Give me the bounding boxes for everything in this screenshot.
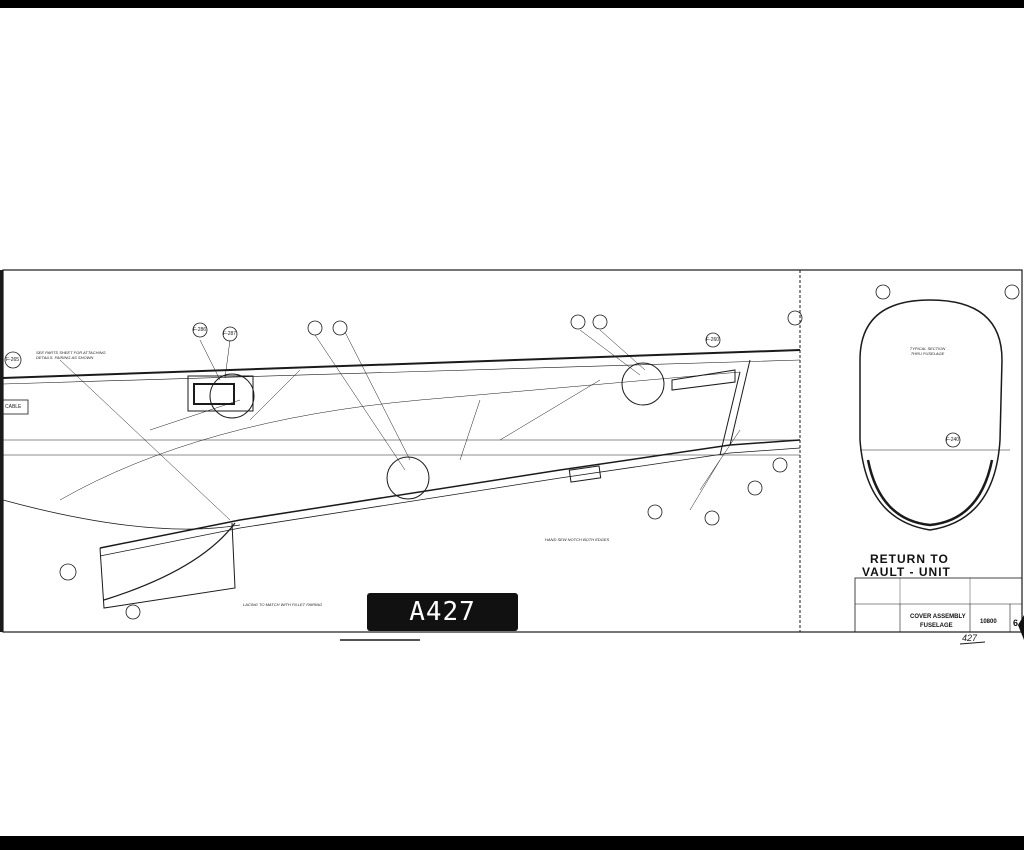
handwritten-number: 427 <box>962 633 978 643</box>
note-left: SEE PARTS SHEET FOR ATTACHING DETAILS. F… <box>36 350 106 360</box>
station-label: F-287 <box>223 331 237 337</box>
box-label: CABLE <box>5 404 22 410</box>
note-center: HAND SEW NOTCH BOTH EDGES <box>545 537 610 542</box>
station-label: F-260 <box>706 337 720 343</box>
drawing-number: 10800 <box>980 619 997 625</box>
note-bottom: LACING TO MATCH WITH FILLET FAIRING <box>243 602 323 607</box>
top-scan-border <box>0 0 1024 8</box>
title-line1: COVER ASSEMBLY <box>910 614 966 620</box>
sheet-tag: A427 <box>367 593 518 631</box>
return-stamp-line1: RETURN TO <box>870 552 949 566</box>
title-block <box>854 577 1023 633</box>
title-line2: FUSELAGE <box>920 623 953 629</box>
station-label: F-240 <box>946 437 960 443</box>
fuselage-section <box>859 299 1003 531</box>
bottom-scan-border <box>0 836 1024 850</box>
section-label: TYPICAL SECTION THRU FUSELAGE <box>909 346 946 356</box>
station-label: F-286 <box>193 327 207 333</box>
revision: 6 <box>1013 618 1019 628</box>
return-stamp-line2: VAULT - UNIT <box>862 565 951 579</box>
drawing-border <box>2 269 1023 633</box>
station-label: F-265 <box>6 357 20 363</box>
access-hole <box>209 373 255 419</box>
